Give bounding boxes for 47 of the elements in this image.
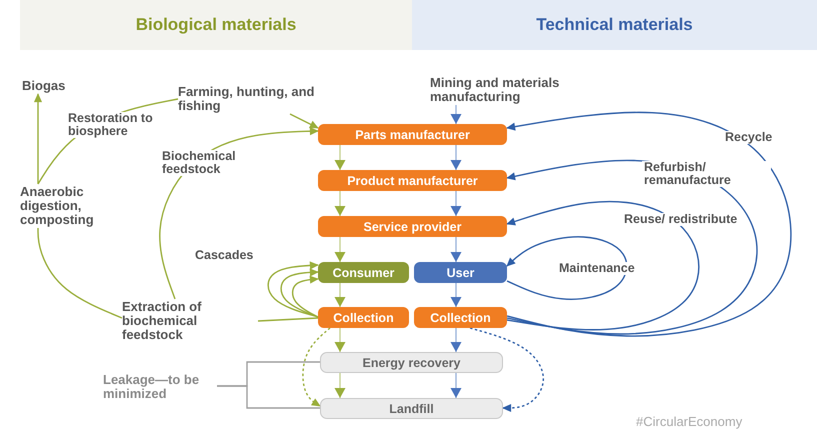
edge-label: Cascades — [193, 249, 256, 262]
process-box: Product manufacturer — [318, 170, 507, 191]
chevron-arrow — [334, 373, 346, 398]
node-text: Mining and materials manufacturing — [430, 75, 590, 105]
edge-label: Reuse/ redistribute — [622, 213, 740, 226]
chevron-arrow — [334, 145, 346, 170]
leader-line — [217, 385, 320, 409]
process-box: Energy recovery — [320, 352, 503, 373]
node-text: Biogas — [22, 78, 82, 94]
arrow — [506, 236, 628, 300]
process-box: Service provider — [318, 216, 507, 237]
chevron-arrow — [334, 283, 346, 307]
process-box: Collection — [318, 307, 409, 328]
arrow — [470, 327, 544, 412]
chevron-arrow — [334, 237, 346, 262]
node-text: Extraction of biochemical feedstock — [122, 299, 258, 343]
arrow — [268, 261, 319, 318]
arrow — [506, 112, 792, 337]
node-text: Farming, hunting, and fishing — [178, 84, 336, 114]
process-box: User — [414, 262, 507, 283]
arrow — [34, 93, 42, 184]
process-box: Parts manufacturer — [318, 124, 507, 145]
process-box: Landfill — [320, 398, 503, 419]
chevron-arrow — [450, 283, 462, 307]
chevron-arrow — [450, 237, 462, 262]
process-box: Collection — [414, 307, 507, 328]
chevron-arrow — [334, 191, 346, 216]
section-header: Technical materials — [412, 0, 817, 50]
arrow — [290, 113, 319, 129]
hashtag-text: #CircularEconomy — [636, 414, 742, 429]
edge-label: Refurbish/ remanufacture — [642, 161, 771, 187]
chevron-arrow — [450, 145, 462, 170]
arrow — [292, 276, 319, 318]
node-text: Anaerobic digestion, composting — [20, 184, 135, 228]
chevron-arrow — [450, 328, 462, 352]
chevron-arrow — [450, 105, 462, 124]
arrow — [280, 268, 319, 318]
section-header: Biological materials — [20, 0, 412, 50]
edge-label: Maintenance — [557, 262, 637, 275]
arrow — [506, 200, 700, 330]
arrow — [302, 327, 330, 407]
chevron-arrow — [450, 191, 462, 216]
process-box: Consumer — [318, 262, 409, 283]
chevron-arrow — [450, 373, 462, 398]
note-text: Leakage—to be minimized — [103, 372, 217, 402]
edge-label: Recycle — [723, 131, 774, 144]
chevron-arrow — [334, 328, 346, 352]
